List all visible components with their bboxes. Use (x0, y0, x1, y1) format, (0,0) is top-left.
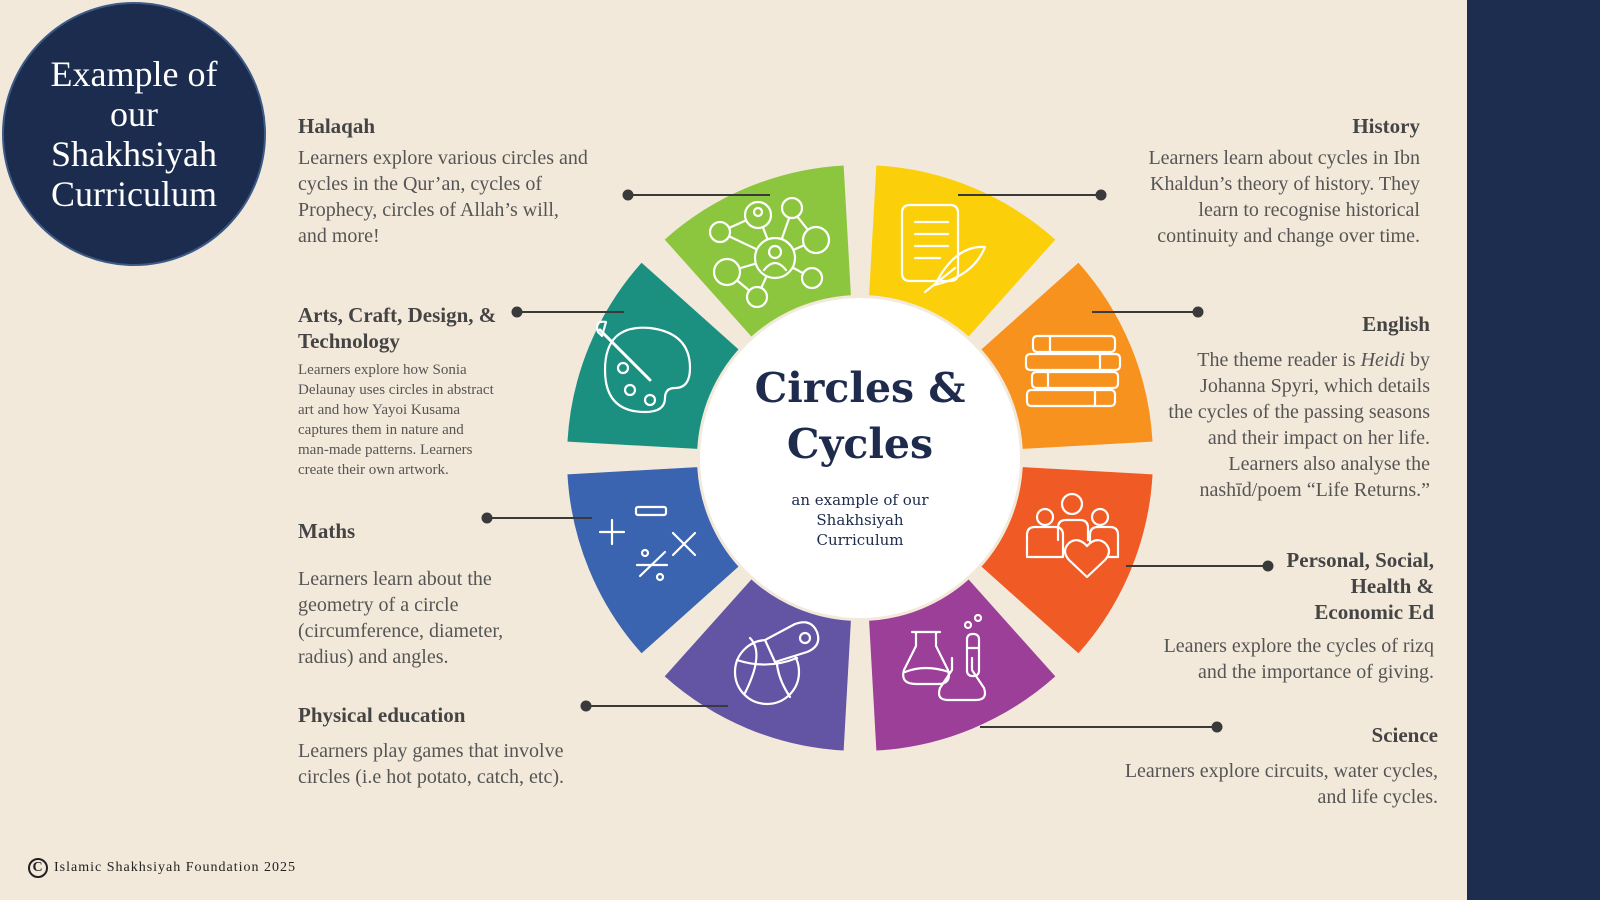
pe-line: circles (i.e hot potato, catch, etc). (298, 766, 564, 788)
arts-title-line1: Arts, Craft, Design, & (298, 303, 497, 327)
history-block: History Learners learn about cycles in I… (1080, 113, 1420, 249)
history-line: learn to recognise historical (1198, 199, 1420, 221)
pe-title: Physical education (298, 703, 466, 727)
center-title: Circles & Cycles (730, 360, 990, 472)
english-book-title: Heidi (1360, 349, 1405, 371)
center-circle (700, 298, 1020, 618)
basketball-whistle-icon (733, 621, 820, 706)
arts-line: art and how Yayoi Kusama (298, 402, 461, 418)
arts-line: create their own artwork. (298, 462, 449, 478)
books-stack-icon (1024, 334, 1122, 408)
math-symbols-icon (598, 505, 697, 582)
footer-text: Islamic Shakhsiyah Foundation 2025 (54, 860, 297, 875)
footer: C Islamic Shakhsiyah Foundation 2025 (28, 858, 296, 878)
halaqah-line: Learners explore various circles and (298, 147, 588, 169)
english-line: Learners also analyse the (1228, 453, 1430, 475)
history-title: History (1352, 114, 1420, 138)
arts-block: Arts, Craft, Design, & Technology Learne… (298, 302, 528, 480)
english-text-post: by (1405, 349, 1430, 371)
english-segment (981, 262, 1153, 449)
history-line: Khaldun’s theory of history. They (1150, 173, 1420, 195)
history-line: Learners learn about cycles in Ibn (1148, 147, 1420, 169)
center-title-line2: Cycles (786, 420, 934, 468)
arts-line: Delaunay uses circles in abstract (298, 382, 494, 398)
english-connector-dot (1192, 306, 1204, 318)
pe-block: Physical education Learners play games t… (298, 702, 598, 790)
english-line: nashīd/poem “Life Returns.” (1199, 479, 1431, 501)
arts-connector-dot (511, 306, 523, 318)
science-title: Science (1371, 723, 1438, 747)
science-segment (869, 579, 1056, 751)
science-line: and life cycles. (1317, 786, 1439, 808)
pshe-block: Personal, Social, Health & Economic Ed L… (1114, 547, 1434, 685)
history-connector-dot (1095, 189, 1107, 201)
pshe-segment (981, 467, 1153, 654)
pshe-title-line2: Health & (1350, 574, 1434, 598)
halaqah-line: Prophecy, circles of Allah’s will, (298, 199, 559, 221)
science-connector-dot (1211, 721, 1223, 733)
arts-line: man-made patterns. Learners (298, 442, 473, 458)
maths-line: radius) and angles. (298, 646, 449, 668)
maths-block: Maths Learners learn about the geometry … (298, 518, 538, 670)
scroll-quill-icon (900, 203, 987, 294)
science-line: Learners explore circuits, water cycles, (1124, 760, 1438, 782)
halaqah-line: and more! (298, 225, 380, 247)
arts-line: captures them in nature and (298, 422, 464, 438)
halaqah-block: Halaqah Learners explore various circles… (298, 113, 618, 249)
maths-line: Learners learn about the (298, 568, 492, 590)
english-line: and their impact on her life. (1207, 427, 1430, 449)
center-title-line1: Circles & (754, 364, 966, 412)
history-segment (869, 165, 1056, 337)
center-subtitle: an example of our Shakhsiyah Curriculum (775, 490, 945, 550)
maths-title: Maths (298, 519, 356, 543)
pshe-line: Leaners explore the cycles of rizq (1163, 635, 1434, 657)
english-line-first: The theme reader is Heidi by (1110, 347, 1430, 373)
lab-flasks-icon (902, 613, 987, 702)
pshe-line: and the importance of giving. (1197, 661, 1434, 683)
title-badge: Example of our Shakhsiyah Curriculum (2, 2, 266, 266)
history-line: continuity and change over time. (1157, 225, 1420, 247)
network-people-icon (708, 196, 831, 309)
center-subtitle-line2: Shakhsiyah (816, 511, 904, 529)
english-line: the cycles of the passing seasons (1168, 401, 1430, 423)
pe-line: Learners play games that involve (298, 740, 564, 762)
center-subtitle-line3: Curriculum (816, 531, 904, 549)
science-block: Science Learners explore circuits, water… (1080, 722, 1438, 810)
maths-line: (circumference, diameter, (298, 620, 504, 642)
badge-title: Example of our Shakhsiyah Curriculum (50, 54, 218, 214)
family-heart-icon (1025, 492, 1120, 579)
pshe-connector-dot (1262, 560, 1274, 572)
center-subtitle-line1: an example of our (791, 491, 929, 509)
maths-line: geometry of a circle (298, 594, 459, 616)
halaqah-line: cycles in the Qur’an, cycles of (298, 173, 542, 195)
pshe-title-line3: Economic Ed (1314, 600, 1434, 624)
english-line: Johanna Spyri, which details (1200, 375, 1430, 397)
pshe-title-line1: Personal, Social, (1286, 548, 1434, 572)
halaqah-connector-dot (622, 189, 634, 201)
copyright-icon: C (28, 858, 48, 878)
english-title: English (1362, 312, 1430, 336)
pe-connector-dot (580, 700, 592, 712)
halaqah-title: Halaqah (298, 114, 376, 138)
sidebar-bar (1467, 0, 1600, 900)
maths-connector-dot (481, 512, 493, 524)
maths-segment (567, 467, 739, 654)
arts-line: Learners explore how Sonia (298, 362, 467, 378)
palette-brush-icon (595, 320, 692, 414)
arts-title-line2: Technology (298, 329, 400, 353)
english-block: English The theme reader is Heidi by Joh… (1110, 311, 1430, 503)
arts-segment (567, 262, 739, 449)
english-text-pre: The theme reader is (1197, 349, 1361, 371)
